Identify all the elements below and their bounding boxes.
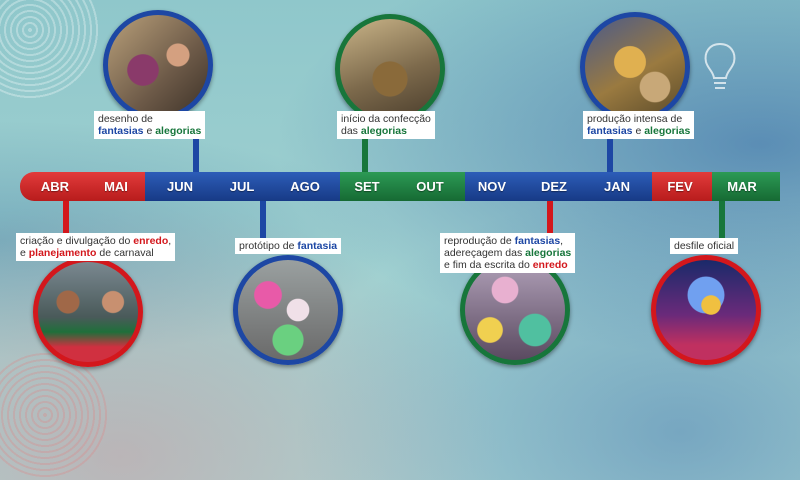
label-desfile: desfile oficial [670, 238, 739, 254]
stem-desenho [193, 135, 199, 175]
highlight-alegorias: alegorias [644, 125, 691, 137]
label-text: e fim da escrita do [444, 259, 530, 271]
label-text: e [20, 247, 26, 259]
label-desenho: desenho de fantasias e alegorias [94, 111, 206, 139]
label-criacao: criação e divulgação do enredo, e planej… [16, 233, 176, 261]
stem-criacao [63, 198, 69, 238]
label-confeccao: início da confecção das alegorias [337, 111, 435, 139]
label-text: adereçagem das [444, 247, 523, 259]
photo-reproducao [460, 255, 570, 365]
label-producao: produção intensa de fantasias e alegoria… [583, 111, 695, 139]
highlight-planejamento: planejamento [28, 247, 97, 259]
label-text: criação e divulgação do [20, 235, 131, 247]
highlight-fantasias: fantasias [514, 235, 561, 247]
month-label: AGO [290, 179, 320, 194]
month-label: MAR [727, 179, 757, 194]
label-text: desfile oficial [674, 240, 735, 252]
month-label: JUL [229, 179, 255, 194]
month-label: FEV [667, 179, 693, 194]
highlight-alegorias: alegorias [155, 125, 202, 137]
month-label: JAN [603, 179, 630, 194]
month-label: OUT [416, 179, 444, 194]
label-text: de carnaval [99, 247, 154, 259]
stem-producao [607, 135, 613, 175]
photo-confeccao [335, 14, 445, 124]
label-text: produção intensa de [587, 113, 683, 125]
highlight-fantasias: fantasias [98, 125, 144, 137]
photo-prototipo [233, 255, 343, 365]
segment-blue-2 [215, 172, 340, 201]
highlight-enredo: enredo [532, 259, 568, 271]
photo-desenho [103, 10, 213, 120]
highlight-alegorias: alegorias [525, 247, 572, 259]
label-text: , [560, 235, 564, 247]
stem-prototipo [260, 198, 266, 238]
label-text: , [168, 235, 172, 247]
segment-blue-4 [590, 172, 652, 201]
stem-desfile [719, 198, 725, 248]
month-label: ABR [40, 179, 70, 194]
segment-blue-3 [465, 172, 590, 201]
label-text: reprodução de [444, 235, 512, 247]
highlight-alegorias: alegorias [360, 125, 407, 137]
stem-reproducao [547, 198, 553, 238]
segment-blue-1 [145, 172, 215, 201]
month-label: JUN [166, 179, 193, 194]
month-label: SET [354, 179, 380, 194]
lightbulb-icon [704, 42, 736, 89]
lace-decoration-bottom-left [0, 350, 110, 480]
label-text: desenho de [98, 113, 153, 125]
photo-criacao [33, 257, 143, 367]
month-label: MAI [104, 179, 128, 194]
label-text: e [146, 125, 153, 137]
highlight-fantasia: fantasia [297, 240, 338, 252]
segment-red-2 [652, 172, 712, 201]
photo-producao [580, 12, 690, 122]
segment-green-1 [340, 172, 465, 201]
label-text: início da confecção [341, 113, 431, 125]
timeline-bar: ABR MAI JUN JUL AGO SET OUT NOV DEZ JAN … [20, 172, 780, 201]
highlight-enredo: enredo [133, 235, 169, 247]
label-prototipo: protótipo de fantasia [235, 238, 342, 254]
label-text: das [341, 125, 358, 137]
stem-confeccao [362, 135, 368, 175]
label-reproducao: reprodução de fantasias, adereçagem das … [440, 233, 576, 273]
photo-desfile [651, 255, 761, 365]
label-text: e [635, 125, 642, 137]
segment-red-1 [20, 172, 145, 201]
month-label: DEZ [541, 179, 567, 194]
month-label: NOV [477, 179, 507, 194]
segment-green-2 [712, 172, 780, 201]
label-text: protótipo de [239, 240, 295, 252]
highlight-fantasias: fantasias [587, 125, 633, 137]
